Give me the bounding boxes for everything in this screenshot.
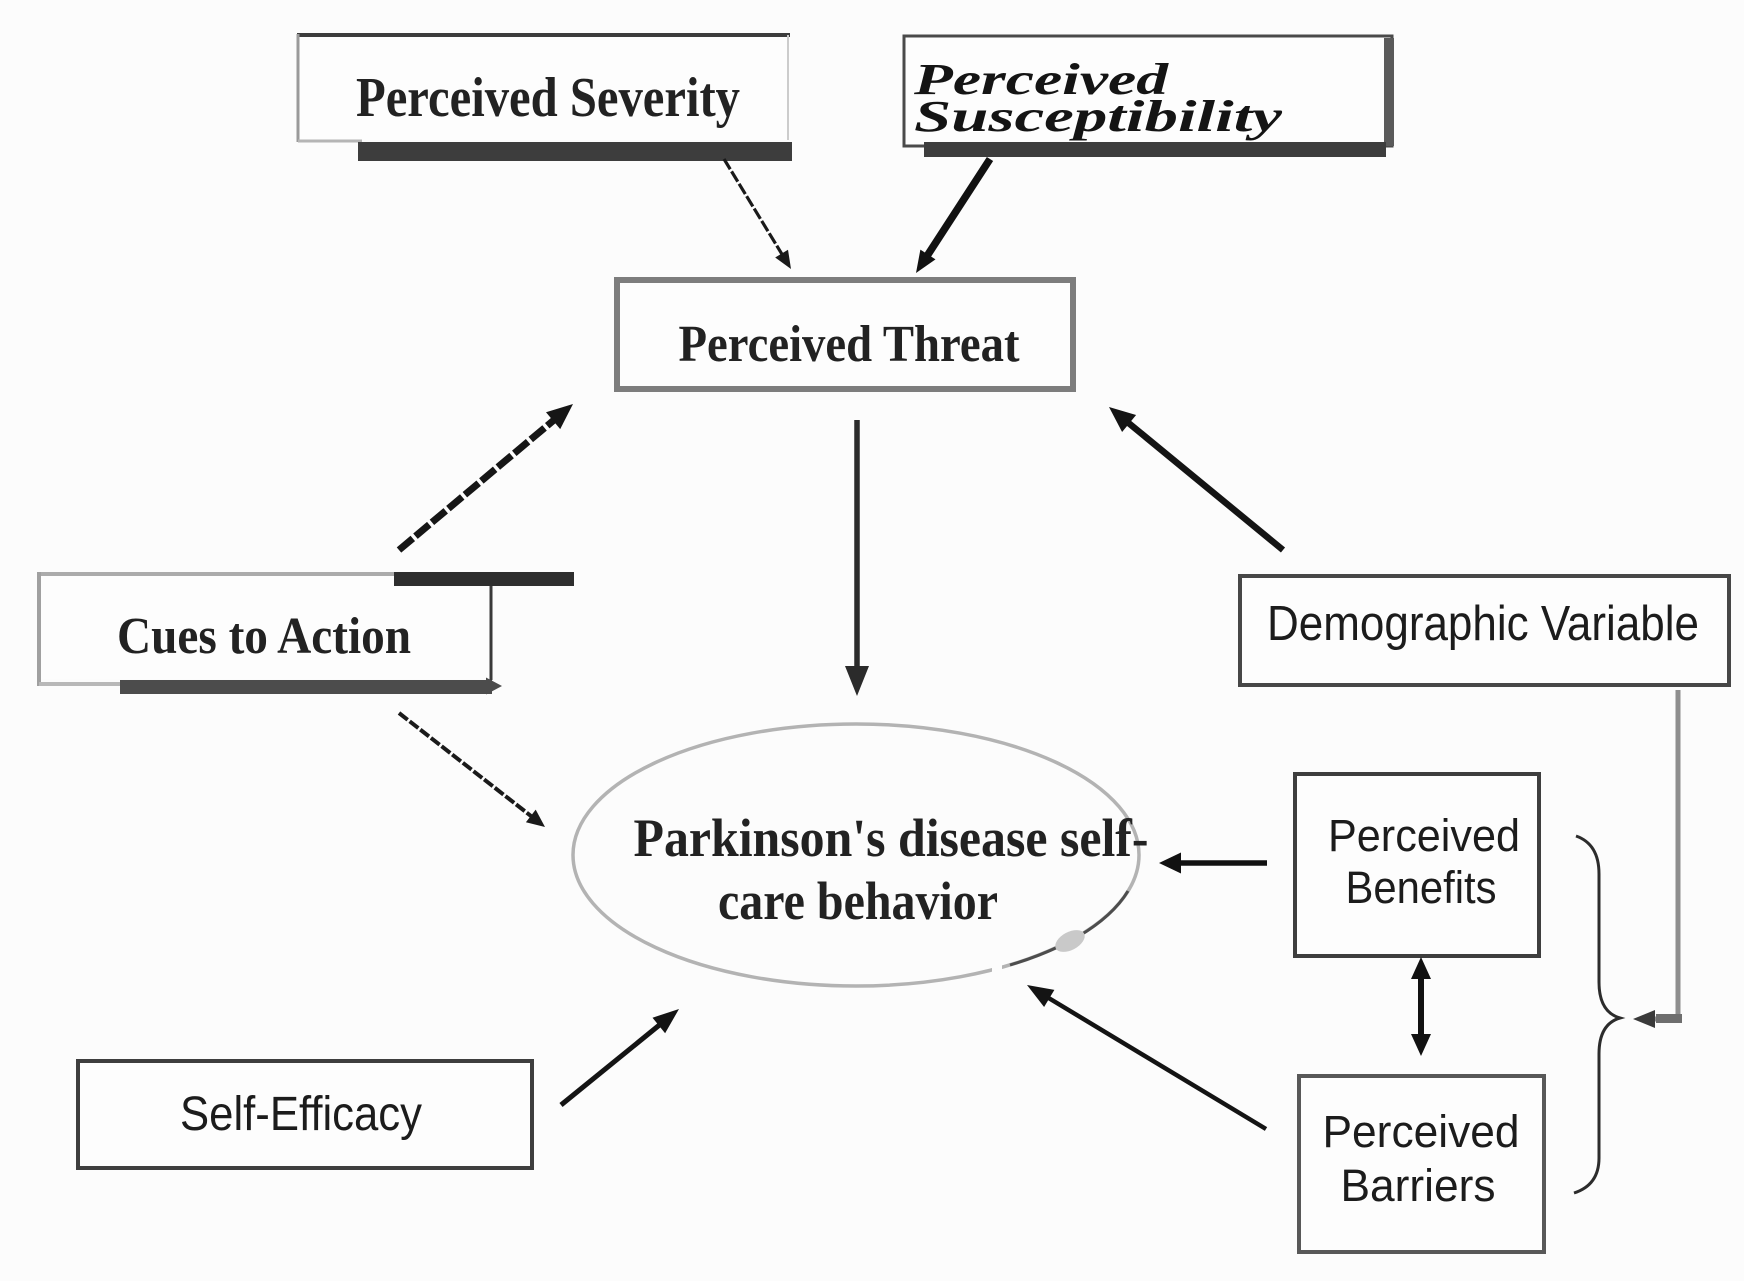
svg-text:Benefits: Benefits [1346, 862, 1497, 913]
svg-text:Barriers: Barriers [1341, 1160, 1496, 1211]
svg-text:Parkinson's disease self-: Parkinson's disease self- [634, 808, 1149, 868]
svg-text:Perceived Threat: Perceived Threat [679, 316, 1021, 373]
svg-text:Cues to Action: Cues to Action [117, 608, 411, 665]
svg-text:Perceived: Perceived [1328, 810, 1520, 861]
svg-text:Self-Efficacy: Self-Efficacy [180, 1088, 422, 1141]
svg-text:care behavior: care behavior [718, 871, 998, 931]
svg-text:Demographic Variable: Demographic Variable [1267, 597, 1699, 651]
svg-text:Perceived: Perceived [913, 55, 1170, 104]
svg-text:Perceived: Perceived [1323, 1106, 1520, 1157]
svg-text:Perceived Severity: Perceived Severity [356, 67, 740, 129]
svg-text:Susceptibility: Susceptibility [914, 92, 1283, 141]
